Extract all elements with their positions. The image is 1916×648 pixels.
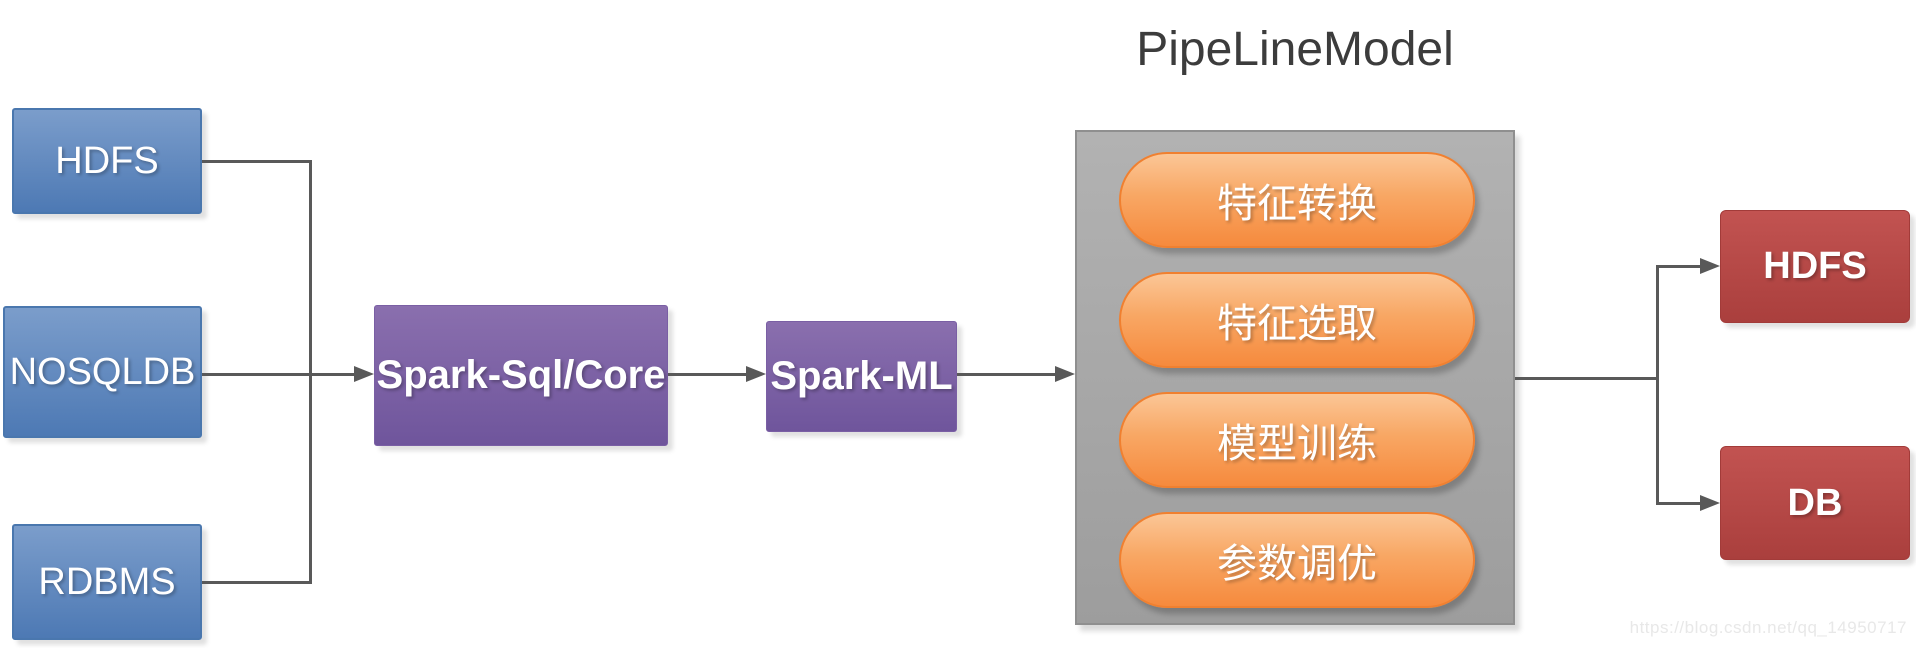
connector-to-spark-sql-line <box>202 373 354 376</box>
stage-param-tuning-label: 参数调优 <box>1217 542 1377 586</box>
connector-ml-to-pipeline-line <box>957 373 1055 376</box>
stage-model-training-pill: 模型训练 <box>1119 392 1475 488</box>
connector-pipeline-out-line <box>1515 377 1658 380</box>
stage-feature-selection-label: 特征选取 <box>1217 302 1377 346</box>
spark-ml-box: Spark-ML <box>766 321 957 432</box>
stage-feature-transform-label: 特征转换 <box>1217 182 1377 226</box>
source-rdbms-label: RDBMS <box>38 560 176 603</box>
connector-right-vertical-line <box>1656 265 1659 505</box>
source-hdfs-label: HDFS <box>55 139 159 182</box>
spark-sql-core-box: Spark-Sql/Core <box>374 305 668 446</box>
stage-feature-selection-pill: 特征选取 <box>1119 272 1475 368</box>
source-rdbms-box: RDBMS <box>12 524 202 640</box>
spark-ml-label: Spark-ML <box>770 354 953 398</box>
spark-sql-core-label: Spark-Sql/Core <box>376 353 666 397</box>
connector-left-vertical-line <box>309 160 312 584</box>
arrowhead-into-out-hdfs-icon <box>1700 258 1720 274</box>
output-db-label: DB <box>1787 481 1843 524</box>
stage-model-training-label: 模型训练 <box>1217 422 1377 466</box>
output-db-box: DB <box>1720 446 1910 560</box>
connector-rdbms-line <box>202 581 310 584</box>
arrowhead-into-spark-ml-icon <box>746 366 766 382</box>
source-nosqldb-box: NOSQLDB <box>3 306 202 438</box>
source-hdfs-box: HDFS <box>12 108 202 214</box>
stage-feature-transform-pill: 特征转换 <box>1119 152 1475 248</box>
output-hdfs-box: HDFS <box>1720 210 1910 323</box>
connector-to-out-db-line <box>1657 502 1700 505</box>
connector-to-out-hdfs-line <box>1657 265 1700 268</box>
arrowhead-into-out-db-icon <box>1700 495 1720 511</box>
pipeline-model-title: PipeLineModel <box>1136 23 1454 76</box>
output-hdfs-label: HDFS <box>1763 245 1867 287</box>
connector-sql-to-ml-line <box>668 373 746 376</box>
stage-param-tuning-pill: 参数调优 <box>1119 512 1475 608</box>
source-nosqldb-label: NOSQLDB <box>9 350 196 393</box>
csdn-watermark: https://blog.csdn.net/qq_14950717 <box>1629 618 1907 637</box>
arrowhead-into-pipeline-icon <box>1055 366 1075 382</box>
connector-hdfs-line <box>202 160 310 163</box>
arrowhead-into-spark-sql-icon <box>354 366 374 382</box>
